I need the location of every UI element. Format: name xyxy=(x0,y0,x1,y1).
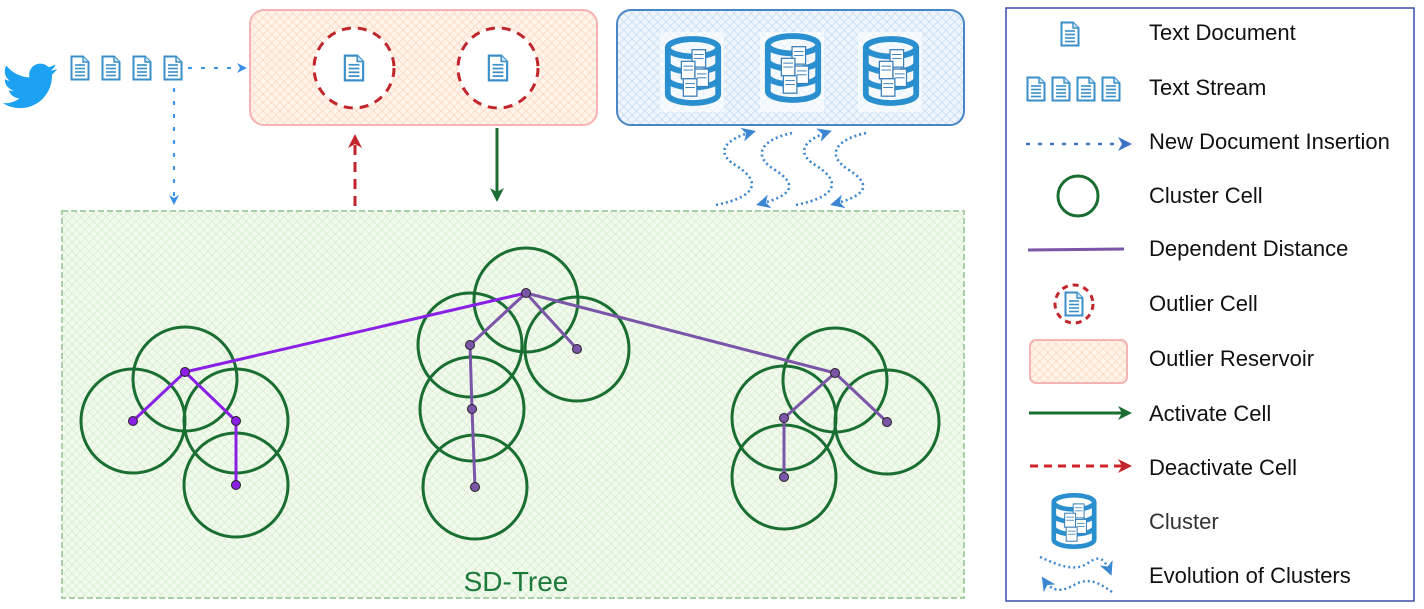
legend-label: Deactivate Cell xyxy=(1149,455,1297,480)
dependent-distance-edge xyxy=(470,408,477,488)
legend-label: Outlier Reservoir xyxy=(1149,346,1314,371)
evolution-arrow-down xyxy=(756,131,793,209)
cell-center-node xyxy=(231,480,241,490)
cell-center-node xyxy=(470,482,480,492)
cluster-cell xyxy=(416,291,524,399)
text-document-icon xyxy=(343,54,365,82)
text-document-icon xyxy=(1060,21,1080,47)
dependent-distance-edge xyxy=(131,370,187,423)
outlier-cell-icon xyxy=(1053,283,1095,325)
outlier-reservoir xyxy=(249,9,598,126)
dependent-distance-edges xyxy=(131,291,889,488)
cell-center-node xyxy=(572,344,582,354)
sd-tree-panel: SD-Tree xyxy=(61,210,965,599)
text-document-icon xyxy=(487,54,509,82)
outlier-cell xyxy=(312,26,396,110)
sd-tree-title: SD-Tree xyxy=(464,566,569,597)
outlier-reservoir-icon xyxy=(1029,339,1128,384)
clusters-box xyxy=(616,9,965,126)
dependent-distance-edge xyxy=(524,291,579,351)
evolution-arrow-up xyxy=(715,127,756,207)
cell-center-node xyxy=(231,416,241,426)
dependent-distance-edge xyxy=(525,291,836,375)
cluster-cell-icon xyxy=(1056,174,1100,218)
cluster-cell xyxy=(418,355,526,463)
legend-label: New Document Insertion xyxy=(1149,129,1390,154)
legend-label: Cluster Cell xyxy=(1149,183,1263,208)
legend-label: Outlier Cell xyxy=(1149,291,1258,316)
text-document-icon xyxy=(101,55,121,81)
cluster-cell xyxy=(421,433,529,541)
legend: Text Document Text Stream New Document I… xyxy=(1005,7,1415,602)
cell-center-node xyxy=(779,472,789,482)
evolution-arrow-up xyxy=(795,128,834,207)
cell-center-node xyxy=(779,413,789,423)
cell-center-node xyxy=(521,288,531,298)
evolution-arrow-down xyxy=(830,131,867,209)
dependent-distance-edge xyxy=(184,291,527,374)
text-stream xyxy=(70,55,183,81)
outlier-cell xyxy=(456,26,540,110)
cell-center-node xyxy=(180,367,190,377)
cell-center-node xyxy=(882,417,892,427)
cell-center-node xyxy=(465,340,475,350)
dependent-distance-edge xyxy=(783,371,836,420)
dependent-distance-edge xyxy=(468,344,474,410)
cell-center-node xyxy=(467,404,477,414)
twitter-bird-icon xyxy=(2,63,58,109)
text-document-icon xyxy=(132,55,152,81)
legend-label: Dependent Distance xyxy=(1149,236,1348,261)
cell-center-node xyxy=(830,368,840,378)
cell-center-node xyxy=(128,416,138,426)
cell-centers xyxy=(128,288,892,492)
legend-label: Text Document xyxy=(1149,20,1296,45)
evolution-arrows-icon xyxy=(1039,555,1113,593)
cluster-cell xyxy=(833,368,941,476)
dependent-distance-edge xyxy=(468,291,528,347)
dependent-distance-edge xyxy=(833,371,889,424)
legend-label: Evolution of Clusters xyxy=(1149,563,1351,588)
legend-label: Text Stream xyxy=(1149,75,1266,100)
legend-label: Cluster xyxy=(1149,509,1219,534)
legend-label: Activate Cell xyxy=(1149,401,1271,426)
dependent-distance-line-icon xyxy=(1027,247,1125,252)
evolution-of-clusters xyxy=(715,127,867,209)
text-document-icon xyxy=(70,55,90,81)
dependent-distance-edge xyxy=(183,370,238,423)
text-document-icon xyxy=(163,55,183,81)
cluster-cell xyxy=(523,295,631,403)
